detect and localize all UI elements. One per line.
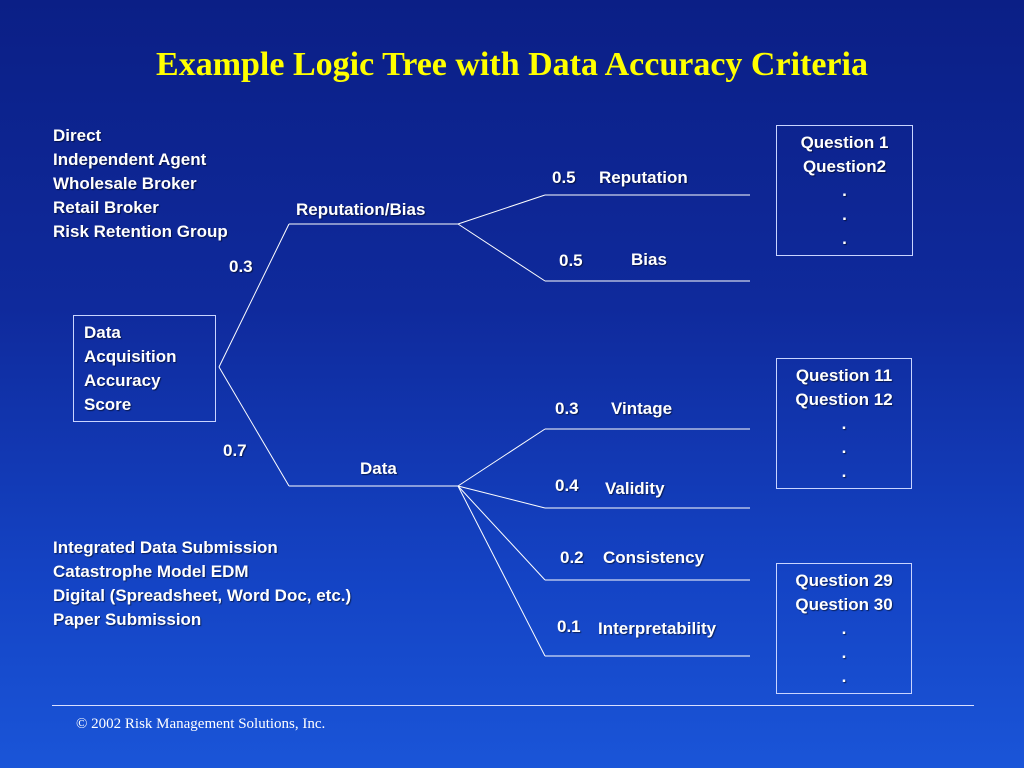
edge-lower-validity [457,485,546,509]
question-box-line: Question 11 [795,366,893,385]
question-box-line: . [842,181,847,200]
question-box-line: . [841,462,847,481]
leaf-label-consistency: Consistency [603,548,705,567]
question-box-line: . [841,643,847,662]
leaf-label-interpretability: Interpretability [598,619,717,638]
leaf-weight-bias: 0.5 [559,251,583,270]
edge-upper-reputation [457,194,546,225]
root-node-box: Data Acquisition Accuracy Score [73,315,216,422]
root-node-label: Data [84,323,121,342]
edge-upper-bias [457,223,546,282]
edge-lower-vintage [457,428,546,487]
list-item: Direct [53,126,102,145]
edge-lower-interpretability [457,485,546,657]
leaf-weight-consistency: 0.2 [560,548,584,567]
question-box-2: Question 11 Question 12 . . . [776,358,912,489]
list-item: Independent Agent [53,150,207,169]
branch-label-upper: Reputation/Bias [296,200,426,219]
leaf-weight-vintage: 0.3 [555,399,579,418]
question-box-line: . [841,438,847,457]
list-item: Retail Broker [53,198,159,217]
leaf-weight-validity: 0.4 [555,476,579,495]
list-item: Risk Retention Group [53,222,228,241]
question-box-line: Question2 [802,157,887,176]
list-item: Digital (Spreadsheet, Word Doc, etc.) [53,586,352,605]
edge-root-lower [218,366,290,487]
edge-root-upper [218,223,290,368]
list-item: Integrated Data Submission [53,538,278,557]
root-node-label: Score [84,395,132,414]
question-box-line: . [842,205,847,224]
question-box-3: Question 29 Question 30 . . . [776,563,912,694]
footer-divider [52,705,974,706]
list-item: Paper Submission [53,610,202,629]
list-item: Wholesale Broker [53,174,197,193]
question-box-line: . [841,667,847,686]
source-list-bottom: Integrated Data Submission Catastrophe M… [53,536,351,632]
leaf-label-vintage: Vintage [611,399,673,418]
list-item: Catastrophe Model EDM [53,562,249,581]
root-node-label: Acquisition [84,347,177,366]
source-list-top: Direct Independent Agent Wholesale Broke… [53,124,228,244]
branch-label-lower: Data [360,459,397,478]
edge-lower-consistency [457,485,546,581]
leaf-weight-reputation: 0.5 [552,168,576,187]
slide-title: Example Logic Tree with Data Accuracy Cr… [156,46,868,83]
leaf-weight-interpretability: 0.1 [557,617,581,636]
root-node-label: Accuracy [84,371,161,390]
branch-weight-upper: 0.3 [229,257,253,276]
question-box-line: Question 12 [795,390,893,409]
branch-weight-lower: 0.7 [223,441,247,460]
leaf-label-bias: Bias [631,250,667,269]
leaf-label-reputation: Reputation [599,168,688,187]
question-box-line: . [841,414,847,433]
question-box-line: . [842,229,847,248]
question-box-line: Question 29 [795,571,893,590]
question-box-line: . [841,619,847,638]
leaf-label-validity: Validity [605,479,665,498]
footer-copyright: © 2002 Risk Management Solutions, Inc. [76,716,326,732]
question-box-line: Question 30 [795,595,893,614]
question-box-1: Question 1 Question2 . . . [776,125,913,256]
question-box-line: Question 1 [800,133,889,152]
